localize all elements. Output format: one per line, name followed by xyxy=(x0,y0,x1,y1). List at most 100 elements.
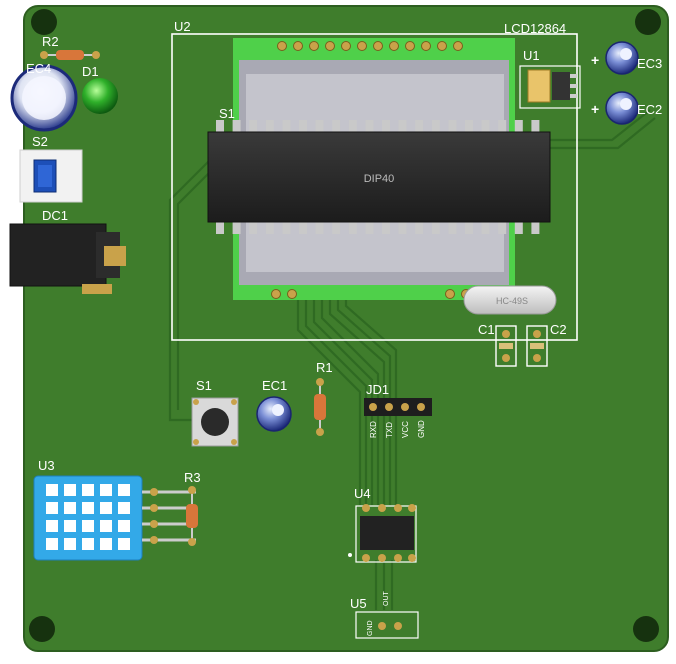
dip40-pin xyxy=(382,220,390,234)
s1-label: S1 xyxy=(196,378,212,393)
dip40-chip xyxy=(207,131,551,223)
dip40-pin xyxy=(531,120,540,134)
lcd-top-pins xyxy=(277,41,463,51)
ec2-label: EC2 xyxy=(637,102,662,117)
u5-pin-gnd: GND xyxy=(367,620,374,636)
lcd-label: LCD12864 xyxy=(504,21,566,36)
dip40-pin xyxy=(249,220,258,234)
dip40-label: DIP40 xyxy=(364,173,395,185)
c1-label: C1 xyxy=(478,322,495,337)
dip40-pin xyxy=(365,220,374,234)
s1-button xyxy=(191,397,239,447)
dip40-pin xyxy=(531,220,540,234)
dip40-pin xyxy=(481,220,490,234)
dip40-pin xyxy=(448,220,457,234)
jd1-pin-rxd: RXD xyxy=(369,421,378,438)
u1-regulator xyxy=(519,65,581,109)
dip40-pin xyxy=(448,120,457,134)
mounting-holes xyxy=(29,9,661,642)
dip40-pin xyxy=(299,120,307,134)
dip40-pin xyxy=(514,120,523,134)
s1-top-label: S1 xyxy=(219,106,235,121)
dip40-pins-top xyxy=(216,120,540,134)
jd1-pin-labels: RXD TXD VCC GND xyxy=(369,420,426,438)
u3-label: U3 xyxy=(38,458,55,473)
ec1-label: EC1 xyxy=(262,378,287,393)
jd1-pin-txd: TXD xyxy=(385,422,394,438)
crystal-hc49s xyxy=(463,285,557,315)
dip40-pin xyxy=(382,120,390,134)
dip40-pin xyxy=(431,120,440,134)
d1-led xyxy=(82,78,118,114)
c1-capacitor xyxy=(495,325,517,367)
dip40-pin xyxy=(498,220,507,234)
dip40-pin xyxy=(415,220,424,234)
dip40-pin xyxy=(415,120,424,134)
s2-label: S2 xyxy=(32,134,48,149)
dip40-pins-bottom xyxy=(216,220,540,234)
dip40-pin xyxy=(265,120,274,134)
u5-label: U5 xyxy=(350,596,367,611)
dip40-pin xyxy=(398,220,407,234)
dip40-pin xyxy=(332,120,341,134)
dip40-pin xyxy=(348,220,357,234)
dip40-pin xyxy=(232,120,241,134)
dip40-pin xyxy=(365,120,374,134)
dip40-pin xyxy=(315,220,324,234)
dip40-pin xyxy=(348,120,357,134)
r3-label: R3 xyxy=(184,470,201,485)
copper-traces xyxy=(168,109,656,610)
u4-chip xyxy=(348,504,417,563)
jd1-pin-gnd: GND xyxy=(417,420,426,438)
crystal-label: HC-49S xyxy=(496,296,528,306)
u5-pin-out: OUT xyxy=(383,591,390,607)
dip40-pin xyxy=(332,220,341,234)
ec1-capacitor xyxy=(256,396,292,432)
dip40-pin xyxy=(249,120,258,134)
ec3-capacitor xyxy=(605,41,639,75)
ec3-label: EC3 xyxy=(637,56,662,71)
dip40-pin xyxy=(514,220,523,234)
ec2-plus: + xyxy=(591,101,599,117)
dip40-pin xyxy=(265,220,274,234)
s2-switch xyxy=(19,149,83,203)
r1-resistor xyxy=(314,378,326,436)
dip40-pin xyxy=(481,120,490,134)
r2-resistor xyxy=(40,50,100,60)
r1-label: R1 xyxy=(316,360,333,375)
dip40-pin xyxy=(315,120,324,134)
jd1-label: JD1 xyxy=(366,382,389,397)
dip40-pin xyxy=(232,220,241,234)
dip40-pin xyxy=(299,220,307,234)
r3-resistor xyxy=(186,486,198,546)
jd1-pin-vcc: VCC xyxy=(401,421,410,438)
ec3-plus: + xyxy=(591,52,599,68)
ec2-capacitor xyxy=(605,91,639,125)
dip40-pin xyxy=(282,120,291,134)
dip40-pin xyxy=(465,120,473,134)
u2-outline xyxy=(171,33,578,341)
dc1-label: DC1 xyxy=(42,208,68,223)
u5-header xyxy=(355,611,419,639)
ec4-label: EC4 xyxy=(26,61,51,76)
dip40-pin xyxy=(398,120,407,134)
r2-label: R2 xyxy=(42,34,59,49)
dip40-pin xyxy=(498,120,507,134)
u5-pin-labels: GND OUT xyxy=(367,591,390,637)
dip40-pin xyxy=(465,220,473,234)
d1-label: D1 xyxy=(82,64,99,79)
dip40-pin xyxy=(216,120,224,134)
u1-label: U1 xyxy=(523,48,540,63)
ec4-capacitor xyxy=(10,64,78,132)
dip40-pin xyxy=(216,220,224,234)
dip40-pin xyxy=(282,220,291,234)
u3-sensor xyxy=(33,475,196,561)
dip40-pin xyxy=(431,220,440,234)
u4-label: U4 xyxy=(354,486,371,501)
dc1-jack xyxy=(9,223,126,294)
u2-label: U2 xyxy=(174,19,191,34)
c2-capacitor xyxy=(526,325,548,367)
jd1-header xyxy=(364,398,432,416)
